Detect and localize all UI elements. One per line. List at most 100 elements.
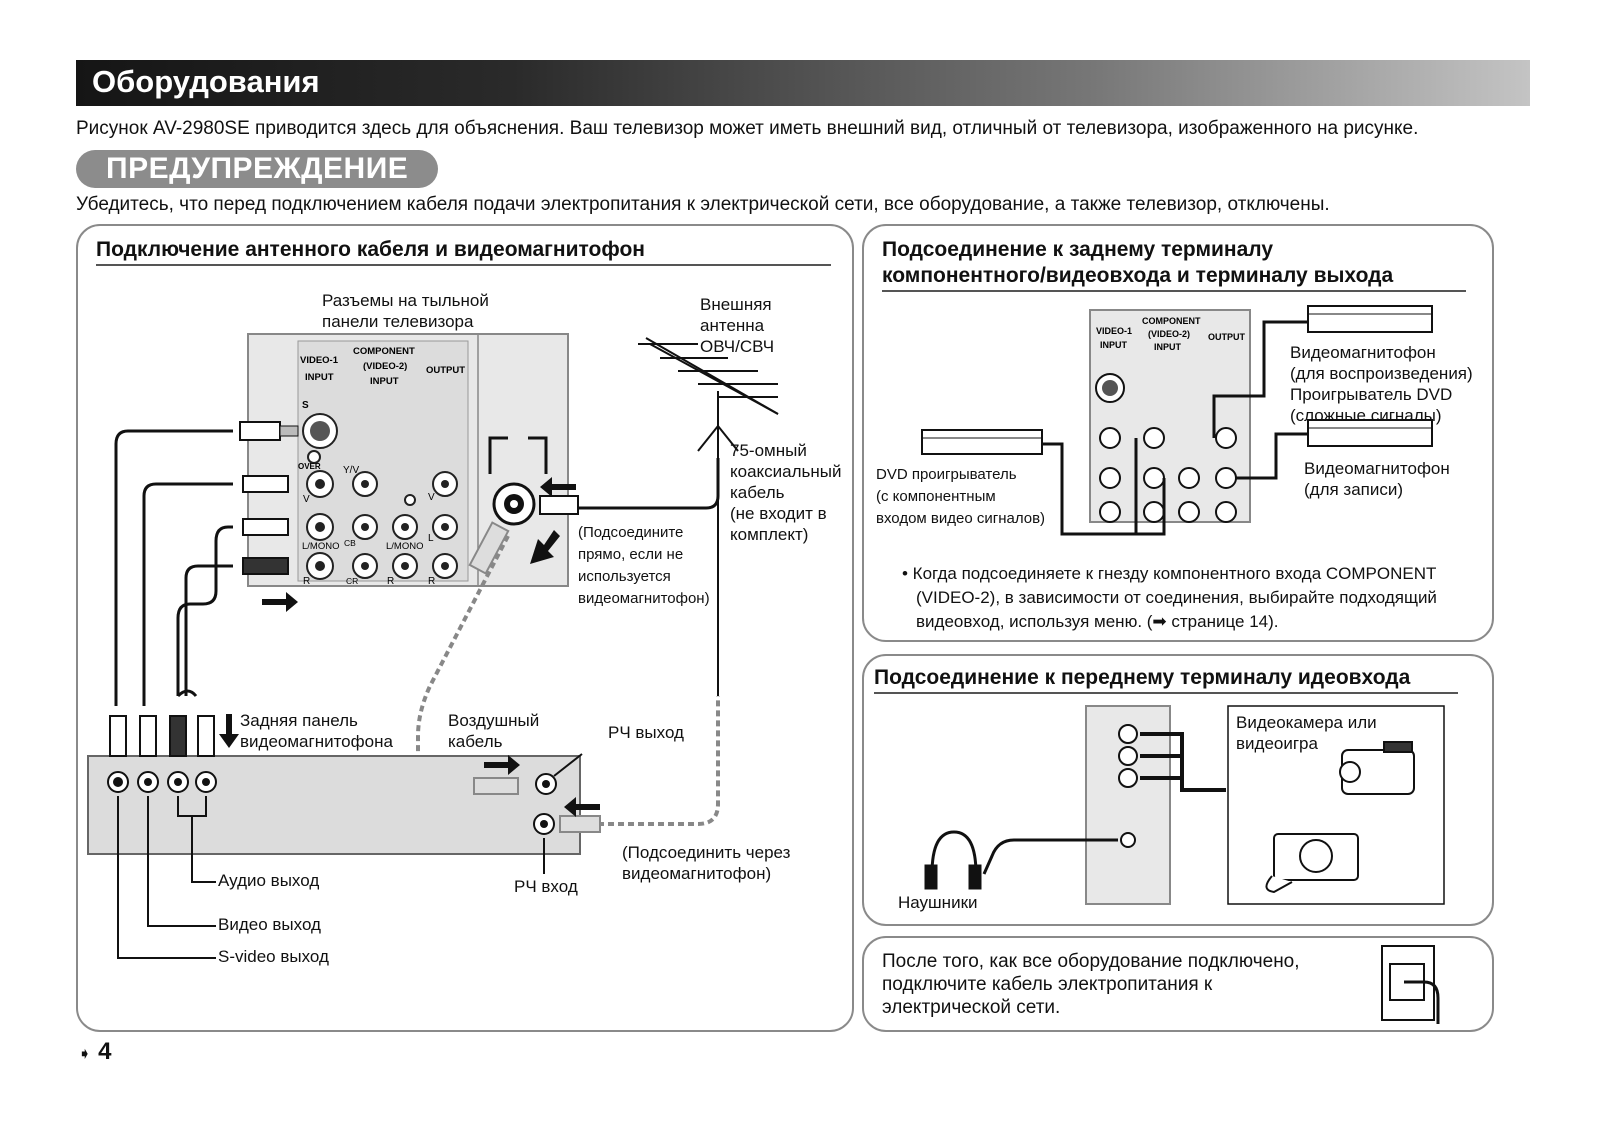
jack-label-video1: VIDEO-1: [300, 355, 339, 366]
jack-label-cr: CR: [346, 576, 358, 586]
camcorder-icon: [1339, 741, 1415, 795]
jack-label-r-2: R: [387, 576, 394, 587]
vcr-record-label: Видеомагнитофон(для записи): [1304, 459, 1450, 499]
arrow-right-icon-2: [484, 755, 520, 775]
tv-svideo-jack: [302, 413, 338, 449]
over-indicator: [307, 450, 321, 464]
arrow-left-icon-2: [564, 797, 600, 817]
small-label-video1-input: INPUT: [1100, 340, 1128, 350]
vcr-svideo-out-jack: [107, 771, 129, 793]
tv-video-jack: [306, 470, 334, 498]
tv-output-r-jack: [432, 553, 458, 579]
vcr-playback-label: Видеомагнитофон(для воспроизведения)Прои…: [1290, 343, 1473, 425]
jack-label-r-3: R: [428, 576, 435, 587]
rf-in-label: РЧ вход: [514, 877, 578, 896]
audio-out-label: Аудио выход: [218, 871, 320, 890]
tv-audio-r-jack: [306, 552, 334, 580]
jack-label-l: L: [428, 533, 434, 544]
front-video-diagram: [924, 705, 1445, 905]
dvd-cable: [1042, 438, 1166, 536]
power-panel: После того, как все оборудование подключ…: [862, 936, 1494, 1032]
power-instruction: После того, как все оборудование подключ…: [882, 951, 1300, 1018]
jack-label-over: OVER: [298, 462, 321, 471]
vcr-plugs: [109, 715, 215, 757]
front-av-cable: [1140, 732, 1226, 792]
air-cable-vcr-plug: [473, 777, 519, 795]
tv-jack-area: [297, 340, 469, 582]
rear-component-panel-title-2: компонентного/видеовхода и терминалу вых…: [882, 264, 1466, 292]
jack-label-output: OUTPUT: [426, 365, 465, 376]
warning-text: Убедитесь, что перед подключением кабеля…: [76, 194, 1330, 215]
vcr-playback-icon: [1307, 305, 1433, 333]
av-plug-audio-r: [242, 557, 289, 575]
tv-cr-jack: [352, 553, 378, 579]
jack-label-video1-input: INPUT: [305, 372, 334, 383]
tv-cb-jack: [352, 514, 378, 540]
page-arrow-icon: ➧: [78, 1046, 92, 1063]
front-jacks: [1118, 724, 1138, 848]
game-console-icon: [1265, 833, 1359, 894]
tv-output-v-jack: [432, 471, 458, 497]
rf-in-plug: [559, 815, 601, 833]
leader-lines: [117, 462, 719, 959]
arrow-right-icon: [262, 592, 298, 612]
headphones-label: Наушники: [898, 893, 978, 912]
page-number-value: 4: [98, 1038, 112, 1065]
av-plug-video: [242, 475, 289, 493]
tv-y-jack: [352, 471, 378, 497]
vcr-rf-in-jack: [533, 813, 555, 835]
coax-cable: [570, 458, 720, 510]
arrow-up-icon: [530, 530, 560, 564]
vcr-record-cable: [1236, 432, 1308, 480]
tv-component-r-jack: [392, 553, 418, 579]
small-jacks: [1099, 427, 1237, 523]
power-outlet-icon: [1381, 945, 1440, 1024]
warning-badge: ПРЕДУПРЕЖДЕНИЕ: [76, 150, 439, 188]
antenna-icon: [638, 337, 779, 458]
jack-label-lmono: L/MONO: [302, 541, 339, 552]
jack-label-component-input: INPUT: [370, 376, 399, 387]
vcr-audio-r-out-jack: [195, 771, 217, 793]
vcr-audio-l-out-jack: [167, 771, 189, 793]
antenna-vcr-panel-title: Подключение антенного кабеля и видеомагн…: [96, 238, 831, 266]
av-cables: [114, 429, 233, 706]
jack-label-yv: Y/V: [343, 465, 359, 476]
antenna-input-jack: [492, 482, 536, 526]
section-title-bar: Оборудования: [76, 60, 1530, 106]
vcr-playback-cable: [1212, 320, 1308, 438]
arrow-down-icon: [219, 714, 239, 748]
rear-component-panel-title-1: Подсоединение к заднему терминалу: [882, 238, 1274, 261]
tv-output-l-jack: [432, 514, 458, 540]
air-cable-plug: [468, 521, 510, 575]
svideo-out-label: S-video выход: [218, 947, 329, 966]
vcr-video-out-jack: [137, 771, 159, 793]
arrow-left-icon: [540, 477, 576, 497]
vcr-rf-out-jack: [535, 773, 557, 795]
jack-label-v: V: [303, 494, 310, 505]
rear-component-diagram: VIDEO-1 INPUT COMPONENT (VIDEO-2) INPUT …: [921, 305, 1433, 536]
rf-via-vcr-cable: [568, 696, 720, 826]
jack-label-cb: CB: [344, 538, 356, 548]
vcr-rear-panel: [87, 755, 581, 855]
antenna-vcr-panel: Подключение антенного кабеля и видеомагн…: [76, 224, 854, 1032]
section-title: Оборудования: [92, 64, 320, 99]
front-video-panel: Подсоединение к переднему терминалу идео…: [862, 654, 1494, 926]
antenna-vcr-diagram: VIDEO-1 INPUT COMPONENT (VIDEO-2) INPUT …: [87, 333, 779, 959]
video-out-label: Видео выход: [218, 915, 321, 934]
antenna-jack-symbol: [488, 436, 548, 474]
tv-audio-l-jack: [306, 513, 334, 541]
jack-label-s: S: [302, 400, 309, 411]
small-label-component: COMPONENT: [1142, 316, 1201, 326]
coax-plug: [539, 495, 579, 515]
jack-label-v-2: V: [428, 492, 435, 503]
front-video-panel-title: Подсоединение к переднему терминалу идео…: [874, 666, 1458, 694]
headphones-icon: [924, 830, 982, 890]
jack-label-component-video2: (VIDEO-2): [363, 361, 407, 372]
